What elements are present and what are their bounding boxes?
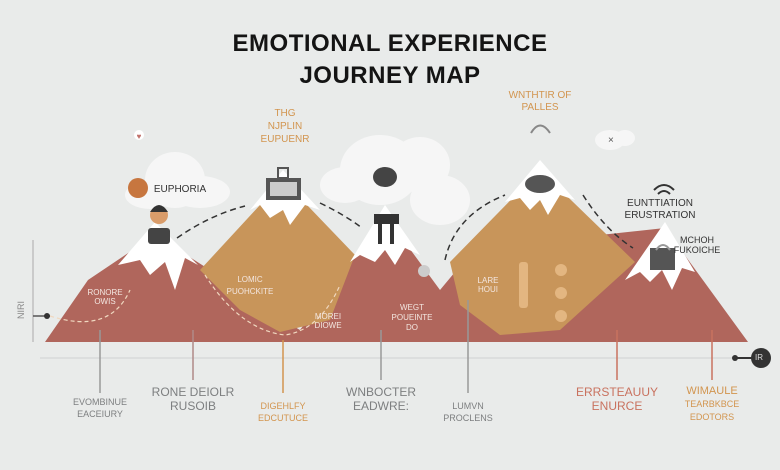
stage-5-line1: LUMVN <box>452 401 484 411</box>
journey-path <box>176 194 634 261</box>
cloud-storm-icon <box>525 175 555 193</box>
cycle-arrows-icon <box>530 124 551 134</box>
stage-2-line1: RONE DEIOLR <box>151 385 235 399</box>
peak4-line1: WNTHTIR OF <box>508 90 572 101</box>
y-axis-label: NIRI <box>16 301 26 319</box>
inner-label-b1: LOMIC <box>237 275 263 284</box>
stage-6-label: ERRSTEAUUY ENURCE <box>576 385 658 413</box>
inner-label-d3: DO <box>406 323 418 332</box>
node-dot <box>418 265 430 277</box>
inner-label-a2: OWIS <box>94 297 116 306</box>
end-marker <box>751 348 771 368</box>
stage-1-label: EVOMBINUE EACEIURY <box>73 396 127 420</box>
stage-3-label: DIGEHLFY EDCUTUCE <box>258 400 308 424</box>
frustration-line2: ERUSTRATION <box>624 210 696 221</box>
stage-3-line1: DIGEHLFY <box>260 401 306 411</box>
stage-1-line1: EVOMBINUE <box>72 397 128 407</box>
inner-label-c2: DIOWE <box>314 321 342 330</box>
bag-icon <box>650 244 675 270</box>
mountain-tan-2 <box>450 170 635 335</box>
title-line-1: EMOTIONAL EXPERIENCE <box>232 30 548 57</box>
inner-label-e1: LARE <box>477 276 499 285</box>
calendar-icon <box>266 167 301 200</box>
wifi-icon <box>653 184 675 195</box>
stage-7-label: WIMAULE TEARBKBCE EDOTORS <box>685 385 740 424</box>
heart-icon-bg <box>134 130 144 140</box>
brain-icon <box>373 167 397 187</box>
euphoria-label: EUPHORIA <box>153 184 207 195</box>
frustration-line1: EUNTTIATION <box>627 198 693 209</box>
inner-label-b2: PUOHCKITE <box>226 287 274 296</box>
stage-3-line2: EDCUTUCE <box>257 413 309 423</box>
stage-7-line1: WIMAULE <box>686 385 738 397</box>
end-marker-label: IR <box>755 353 763 362</box>
stage-6-line1: ERRSTEAUUY <box>575 385 659 399</box>
stage-5-line2: PROCLENS <box>443 413 493 423</box>
inner-label-d1: WEGT <box>400 303 424 312</box>
inner-label-e2: HOUI <box>478 285 498 294</box>
stage-5-label: LUMVN PROCLENS <box>443 400 493 424</box>
stage-4-line1: WNBOCTER <box>346 385 416 399</box>
stage-7-line3: EDOTORS <box>689 412 735 422</box>
inner-label-c1: MOREI <box>314 312 342 321</box>
stage-2-line2: RUSOIB <box>169 399 216 413</box>
peak5-line2: FUKOICHE <box>673 245 721 255</box>
start-dot <box>44 313 50 319</box>
close-icon: × <box>608 135 614 146</box>
peak5-line1: MCHOH <box>680 235 714 245</box>
inner-label-d2: POUEINTE <box>391 313 433 322</box>
stage-1-line2: EACEIURY <box>77 409 123 419</box>
stage-2-label: RONE DEIOLR RUSOIB <box>152 385 235 413</box>
person-avatar-icon <box>148 205 170 244</box>
list-icons <box>555 264 567 322</box>
heart-icon: ♥ <box>137 132 142 141</box>
barrier-icon <box>374 214 399 244</box>
title-line-2: JOURNEY MAP <box>299 62 481 89</box>
peak2-line1: THG <box>274 108 296 119</box>
inner-path <box>49 274 341 336</box>
gauge-bar <box>519 262 528 308</box>
euphoria-icon <box>128 178 148 198</box>
stage-4-label: WNBOCTER EADWRE: <box>346 385 416 413</box>
peak4-line2: PALLES <box>521 102 559 113</box>
stage-4-line2: EADWRE: <box>352 399 409 413</box>
mountain-tan-1 <box>200 180 355 332</box>
inner-label-a1: RONORE <box>87 288 123 297</box>
stage-6-line2: ENURCE <box>591 399 643 413</box>
peak2-line2: NJPLIN <box>267 121 303 132</box>
peak2-line3: EUPUENR <box>260 134 310 145</box>
stage-connectors <box>99 300 713 393</box>
stage-7-line2: TEARBKBCE <box>684 399 740 409</box>
